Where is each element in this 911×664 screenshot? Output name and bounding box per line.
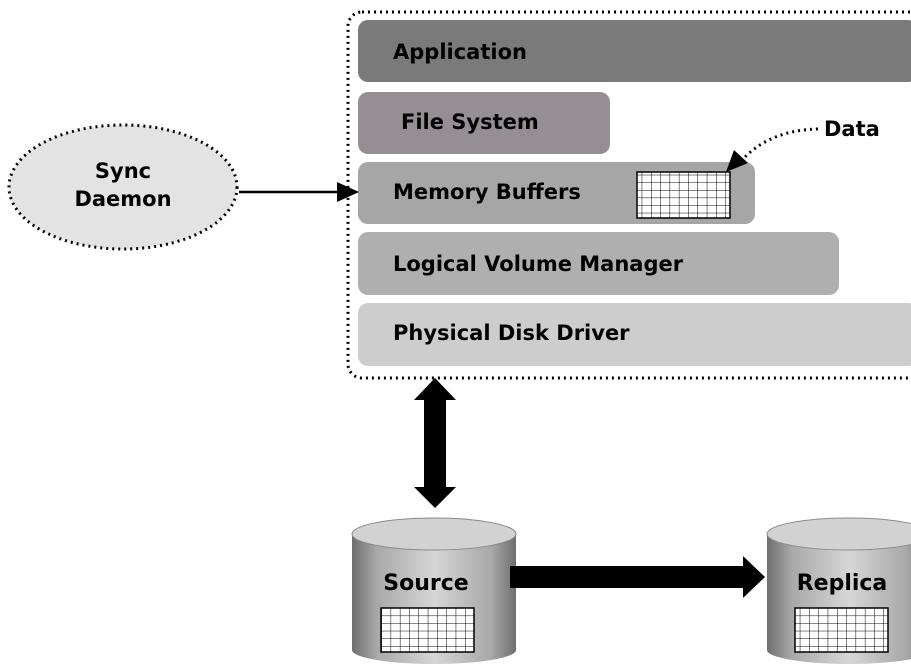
vertical-arrow-shaft — [424, 398, 446, 490]
daemon-to-buffers-arrowhead — [337, 182, 359, 202]
layer-file-system — [358, 92, 610, 154]
layer-logical-volume-manager — [358, 232, 839, 295]
replication-arrow-head — [743, 556, 765, 598]
layer-application — [358, 20, 911, 82]
layer-file-system-label: File System — [401, 110, 539, 134]
source-disk-grid-cells — [381, 608, 474, 652]
sync-daemon-label-line2: Daemon — [74, 187, 171, 211]
layer-memory-buffers-label: Memory Buffers — [393, 180, 581, 204]
source-disk-label: Source — [383, 571, 468, 596]
replica-disk-grid-cells — [795, 608, 888, 652]
layer-application-label: Application — [393, 40, 527, 64]
sync-daemon-label-line1: Sync — [95, 159, 151, 183]
data-callout-arrowhead — [726, 150, 748, 172]
vertical-arrow-head-up — [414, 378, 456, 400]
memory-buffer-grid-cells — [637, 172, 730, 218]
replica-disk-label: Replica — [797, 571, 888, 596]
sync-daemon — [7, 123, 239, 251]
layer-logical-volume-manager-label: Logical Volume Manager — [393, 252, 684, 276]
vertical-arrow-head-down — [414, 487, 456, 508]
data-callout-label: Data — [824, 117, 880, 141]
layer-physical-disk-driver — [358, 303, 911, 366]
data-callout-line — [740, 127, 819, 162]
layer-physical-disk-driver-label: Physical Disk Driver — [393, 321, 630, 345]
replication-arrow-shaft — [510, 566, 750, 588]
